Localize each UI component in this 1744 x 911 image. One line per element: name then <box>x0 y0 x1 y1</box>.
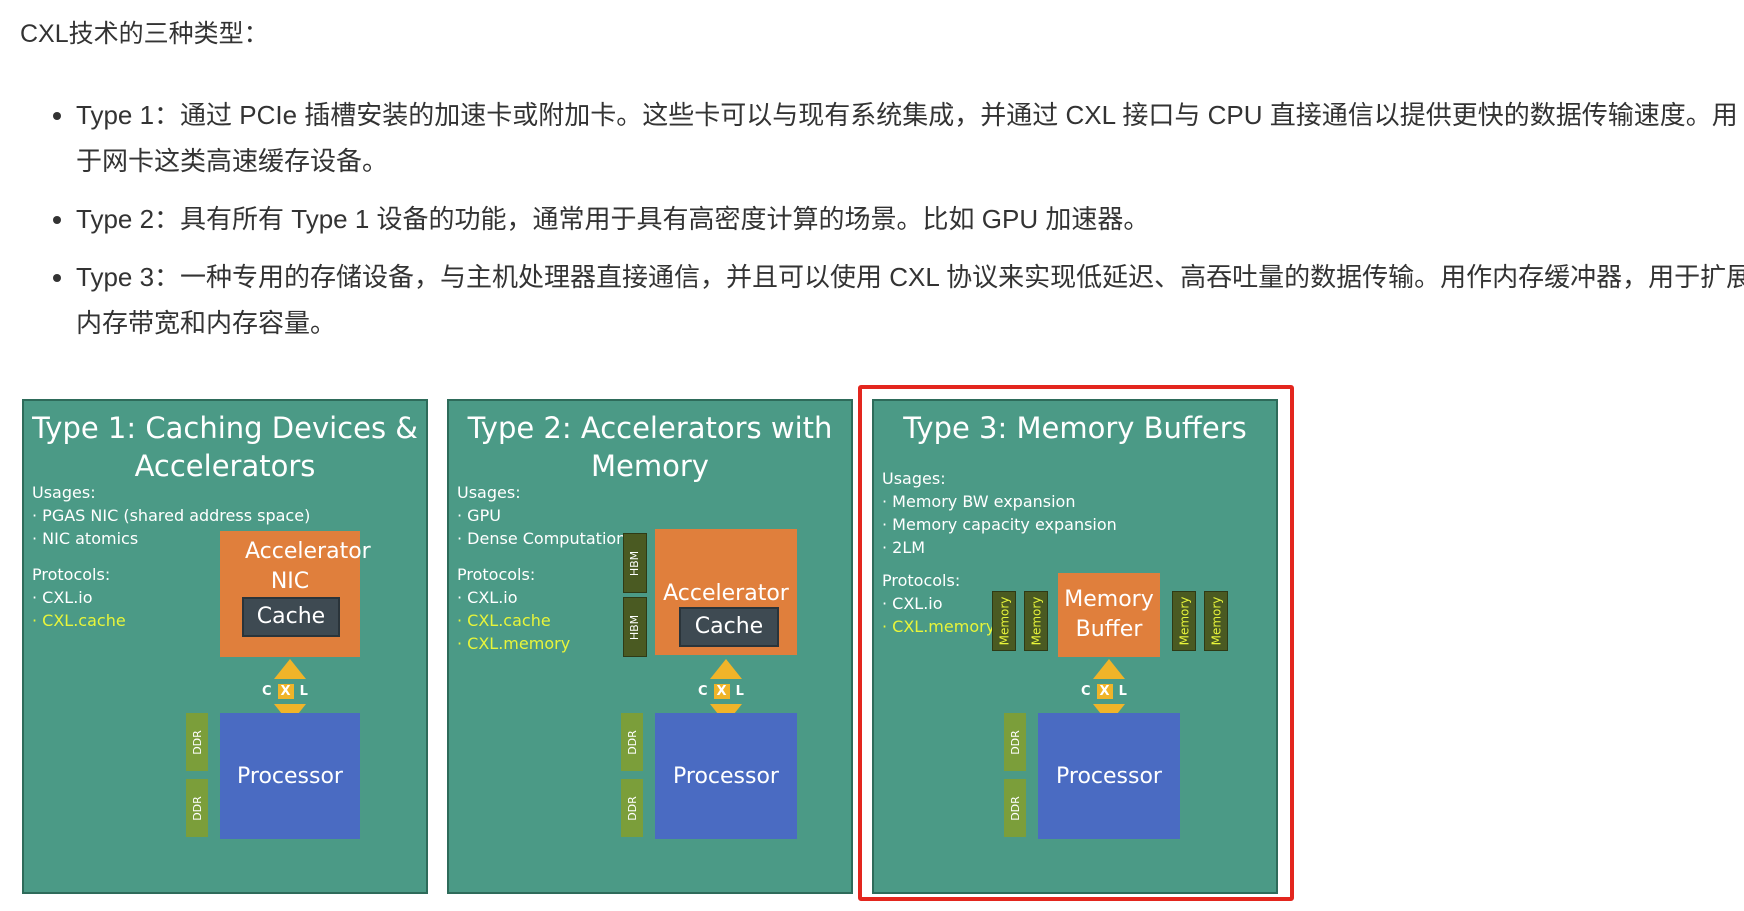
ddr-module: DDR <box>621 713 643 771</box>
accelerator-nic-box: Accelerator NIC <box>220 531 371 657</box>
cxl-link-label: C X L <box>262 679 308 703</box>
processor-box: Processor <box>655 713 797 839</box>
intro-text: CXL技术的三种类型： <box>20 20 269 48</box>
type-list: Type 1：通过 PCIe 插槽安装的加速卡或附加卡。这些卡可以与现有系统集成… <box>40 92 1744 358</box>
protocol-item-highlighted: CXL.cache <box>457 609 570 632</box>
memory-module: Memory <box>1172 591 1196 651</box>
memory-module: Memory <box>1024 591 1048 651</box>
panel-title: Type 3: Memory Buffers <box>903 411 1247 445</box>
cxl-letter: X <box>277 683 294 699</box>
hbm-module: HBM <box>623 533 647 593</box>
ddr-module: DDR <box>186 779 208 837</box>
panel-type-1: Type 1: Caching Devices & Accelerators U… <box>22 399 428 894</box>
protocols-label: Protocols: <box>457 565 536 584</box>
panel-title: Type 2: Accelerators with Memory <box>467 411 833 483</box>
ddr-module: DDR <box>186 713 208 771</box>
cxl-letter: L <box>299 683 308 699</box>
highlight-box <box>858 385 1294 901</box>
memory-module: Memory <box>1204 591 1228 651</box>
cxl-letter: C <box>262 683 272 699</box>
memory-buffer-box: Memory Buffer <box>1058 573 1160 657</box>
protocol-item-highlighted: CXL.cache <box>32 609 126 632</box>
list-item-type-1: Type 1：通过 PCIe 插槽安装的加速卡或附加卡。这些卡可以与现有系统集成… <box>76 92 1744 184</box>
memory-module: Memory <box>992 591 1016 651</box>
cxl-letter: L <box>735 683 744 699</box>
protocol-item-highlighted: CXL.memory <box>882 615 995 638</box>
cache-box: Cache <box>679 607 779 647</box>
ddr-module: DDR <box>1004 713 1026 771</box>
list-item-type-2: Type 2：具有所有 Type 1 设备的功能，通常用于具有高密度计算的场景。… <box>76 196 1744 242</box>
usage-item: Memory BW expansion <box>882 490 1117 513</box>
protocols-label: Protocols: <box>882 571 961 590</box>
usage-item: PGAS NIC (shared address space) <box>32 504 310 527</box>
memory-buffer-label: Memory Buffer <box>1064 587 1154 642</box>
protocol-item: CXL.io <box>882 592 995 615</box>
accelerator-label: Accelerator <box>663 581 789 606</box>
protocol-item: CXL.io <box>32 586 126 609</box>
panel-type-2: Type 2: Accelerators with Memory Usages:… <box>447 399 853 894</box>
cxl-letter: L <box>1118 683 1127 699</box>
protocol-item-highlighted: CXL.memory <box>457 632 570 655</box>
hbm-module: HBM <box>623 597 647 657</box>
cxl-letter: X <box>1096 683 1113 699</box>
cxl-link-label: C X L <box>698 679 744 703</box>
panel-title: Type 1: Caching Devices & Accelerators <box>32 411 418 483</box>
cxl-types-figure: Type 1: Caching Devices & Accelerators U… <box>22 385 1294 901</box>
protocols-section: Protocols: CXL.io CXL.memory <box>882 569 995 638</box>
ddr-module: DDR <box>621 779 643 837</box>
usages-section: Usages: Memory BW expansion Memory capac… <box>882 467 1117 559</box>
cxl-letter: C <box>698 683 708 699</box>
cxl-letter: X <box>713 683 730 699</box>
usage-item: Dense Computation <box>457 527 626 550</box>
cxl-arrow-up <box>710 659 742 679</box>
cxl-letter: C <box>1081 683 1091 699</box>
usage-item: 2LM <box>882 536 1117 559</box>
list-item-type-3: Type 3：一种专用的存储设备，与主机处理器直接通信，并且可以使用 CXL 协… <box>76 254 1744 346</box>
cxl-link-label: C X L <box>1081 679 1127 703</box>
accelerator-nic-label: Accelerator NIC <box>245 539 371 594</box>
usages-label: Usages: <box>32 483 96 502</box>
usages-label: Usages: <box>457 483 521 502</box>
usage-item: NIC atomics <box>32 527 310 550</box>
protocols-label: Protocols: <box>32 565 111 584</box>
usage-item: GPU <box>457 504 626 527</box>
cxl-arrow-up <box>1093 659 1125 679</box>
ddr-module: DDR <box>1004 779 1026 837</box>
usages-section: Usages: GPU Dense Computation <box>457 481 626 550</box>
processor-box: Processor <box>1038 713 1180 839</box>
protocols-section: Protocols: CXL.io CXL.cache CXL.memory <box>457 563 570 655</box>
panel-type-3: Type 3: Memory Buffers Usages: Memory BW… <box>872 399 1278 894</box>
protocols-section: Protocols: CXL.io CXL.cache <box>32 563 126 632</box>
usages-label: Usages: <box>882 469 946 488</box>
protocol-item: CXL.io <box>457 586 570 609</box>
usages-section: Usages: PGAS NIC (shared address space) … <box>32 481 310 550</box>
usage-item: Memory capacity expansion <box>882 513 1117 536</box>
cxl-arrow-up <box>274 659 306 679</box>
processor-box: Processor <box>220 713 360 839</box>
cache-box: Cache <box>242 597 340 637</box>
